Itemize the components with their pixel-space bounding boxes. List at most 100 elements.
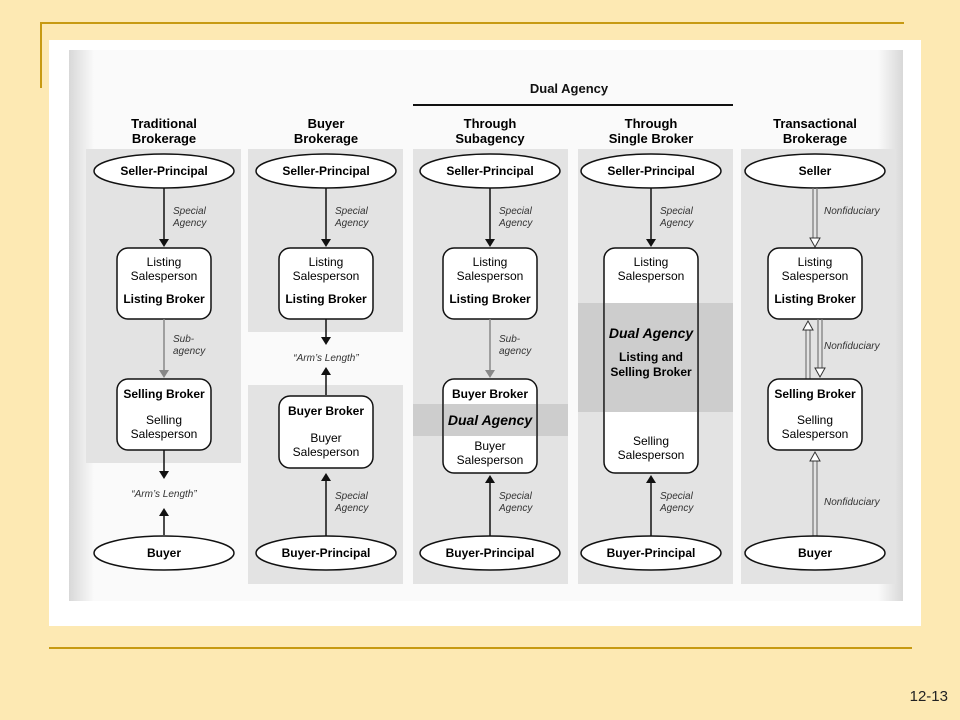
arrow-label: Nonfiduciary <box>824 206 881 217</box>
node-label: Seller-Principal <box>607 164 694 178</box>
node-label: Seller-Principal <box>120 164 207 178</box>
arrow-label: Agency <box>659 503 694 514</box>
arrow-label: Nonfiduciary <box>824 341 881 352</box>
node-label: Seller-Principal <box>282 164 369 178</box>
box-text: Buyer Broker <box>452 387 528 401</box>
box-listing-transactional <box>767 247 863 320</box>
arrow-label: Special <box>335 206 369 217</box>
arrow-label: Special <box>499 206 533 217</box>
box-text: Listing <box>473 255 508 269</box>
box-selling-transactional <box>767 378 863 451</box>
dual-agency-overlay <box>444 404 536 436</box>
box-text: Listing and <box>619 350 683 364</box>
box-text: Listing <box>309 255 344 269</box>
node-buyer-transactional <box>744 535 886 571</box>
node-label: Buyer-Principal <box>607 546 696 560</box>
box-text: Salesperson <box>293 269 360 283</box>
arrow-label: Special <box>660 206 694 217</box>
dual-agency-overlay <box>605 303 697 412</box>
arrowhead <box>485 239 495 247</box>
arms-length-label-traditional: “Arm’s Length” <box>131 489 197 500</box>
arrow-label: Agency <box>498 503 533 514</box>
arrowhead <box>321 337 331 345</box>
box-text: Salesperson <box>618 448 685 462</box>
box-text: Salesperson <box>618 269 685 283</box>
box-text: Buyer <box>310 431 341 445</box>
dual-agency-label-subagency: Dual Agency <box>448 412 533 428</box>
arrow-label: Sub- <box>173 334 195 345</box>
arrow-label: agency <box>173 346 206 357</box>
arrowhead <box>321 239 331 247</box>
left-accent-line <box>40 22 42 88</box>
agency-diagram: Dual Agency Traditional Brokerage Buyer … <box>69 50 903 601</box>
box-text: Listing <box>798 255 833 269</box>
arrow-label: Special <box>335 491 369 502</box>
box-text: Listing Broker <box>449 292 531 306</box>
box-text: Salesperson <box>457 269 524 283</box>
arrow-label: Agency <box>659 218 694 229</box>
node-buyer-traditional <box>93 535 235 571</box>
arrow-label: Special <box>173 206 207 217</box>
node-buyer-principal-subagency <box>419 535 561 571</box>
title-subagency-line1: Through <box>464 116 517 131</box>
arrowhead <box>321 473 331 481</box>
arrow-label: Special <box>499 491 533 502</box>
title-transactional-line1: Transactional <box>773 116 857 131</box>
dual-agency-label-single-broker: Dual Agency <box>609 325 694 341</box>
title-subagency-line2: Subagency <box>455 131 525 146</box>
arrowhead <box>814 367 826 379</box>
arrowhead <box>802 319 814 331</box>
title-buyer-line1: Buyer <box>308 116 345 131</box>
arrowhead <box>159 239 169 247</box>
arrowhead <box>159 508 169 516</box>
node-seller-transactional <box>744 153 886 189</box>
node-buyer-principal-single-broker <box>580 535 722 571</box>
box-text: Selling Broker <box>123 387 205 401</box>
arrow-label: Agency <box>498 218 533 229</box>
diagram-card: Dual Agency Traditional Brokerage Buyer … <box>49 40 921 626</box>
arrow-label: Special <box>660 491 694 502</box>
node-label: Buyer <box>798 546 832 560</box>
box-text: Listing Broker <box>285 292 367 306</box>
node-label: Seller <box>799 164 832 178</box>
box-text: Salesperson <box>131 269 198 283</box>
dual-agency-header: Dual Agency <box>530 81 609 96</box>
box-text: Buyer <box>474 439 505 453</box>
box-text: Listing Broker <box>123 292 205 306</box>
box-text: Listing <box>147 255 182 269</box>
top-accent-line <box>40 22 904 24</box>
node-label: Seller-Principal <box>446 164 533 178</box>
arrow-label: Agency <box>334 218 369 229</box>
arms-length-label-buyer: “Arm’s Length” <box>293 353 359 364</box>
box-buyer-broker <box>278 395 374 469</box>
title-traditional-line1: Traditional <box>131 116 197 131</box>
arrowhead <box>646 239 656 247</box>
arrowhead <box>159 370 169 378</box>
node-label: Buyer-Principal <box>282 546 371 560</box>
arrowhead <box>485 475 495 483</box>
arrowhead <box>159 471 169 479</box>
title-single-broker-line1: Through <box>625 116 678 131</box>
node-buyer-principal-buyer <box>255 535 397 571</box>
arrowhead <box>646 475 656 483</box>
box-text: Salesperson <box>782 427 849 441</box>
arrowhead <box>809 237 821 249</box>
arrow-label: agency <box>499 346 532 357</box>
arrowhead <box>809 450 821 462</box>
box-text: Salesperson <box>131 427 198 441</box>
arrowhead <box>485 370 495 378</box>
arrow-label: Sub- <box>499 334 521 345</box>
node-label: Buyer <box>147 546 181 560</box>
box-text: Listing Broker <box>774 292 856 306</box>
node-label: Buyer-Principal <box>446 546 535 560</box>
arrow-label: Agency <box>172 218 207 229</box>
box-text: Selling Broker <box>774 387 856 401</box>
title-buyer-line2: Brokerage <box>294 131 358 146</box>
box-text: Selling <box>797 413 833 427</box>
box-text: Salesperson <box>782 269 849 283</box>
box-text: Selling <box>633 434 669 448</box>
arrow-label: Nonfiduciary <box>824 497 881 508</box>
box-text: Salesperson <box>457 453 524 467</box>
box-text: Salesperson <box>293 445 360 459</box>
box-text: Selling <box>146 413 182 427</box>
